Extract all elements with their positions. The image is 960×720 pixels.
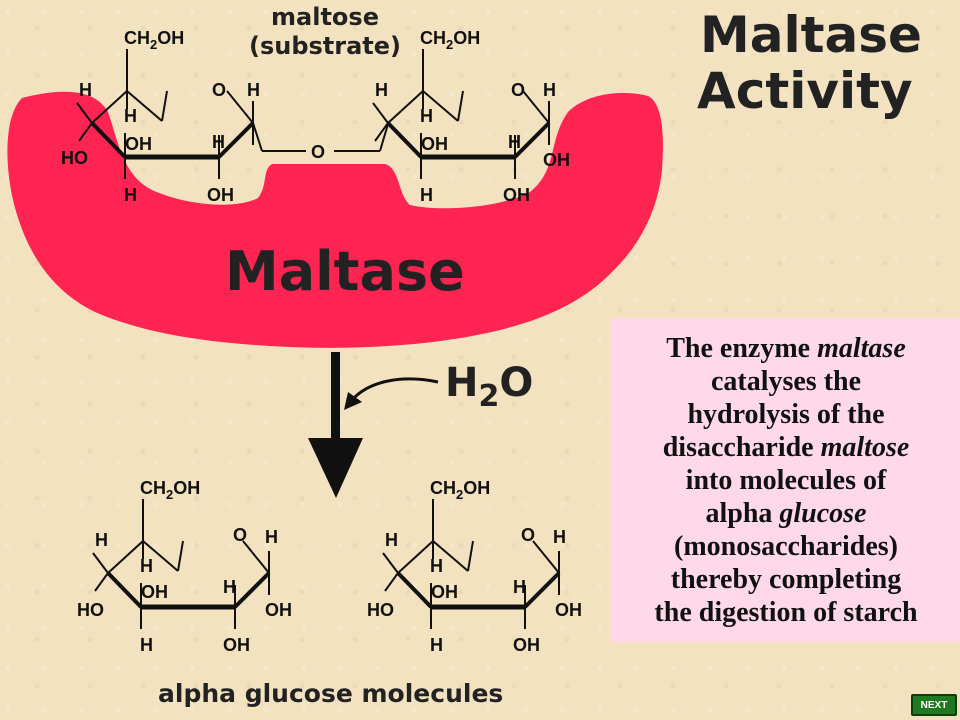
svg-text:OH: OH xyxy=(431,582,458,602)
svg-text:H: H xyxy=(140,635,153,655)
svg-text:H: H xyxy=(430,635,443,655)
glucose-product-left: CH2OH O H H HO OH H H OH H OH xyxy=(77,478,292,655)
caption-line: into molecules of xyxy=(685,464,887,496)
svg-text:HO: HO xyxy=(61,148,88,168)
svg-text:H: H xyxy=(420,106,433,126)
svg-text:OH: OH xyxy=(421,134,448,154)
maltase-enzyme-shape xyxy=(7,91,663,348)
svg-text:OH: OH xyxy=(265,600,292,620)
svg-text:H: H xyxy=(95,530,108,550)
svg-text:CH2OH: CH2OH xyxy=(124,28,184,52)
maltose-right-ring: CH2OH O H H OH H H OH H OH xyxy=(373,28,570,205)
svg-text:H: H xyxy=(223,577,236,597)
svg-text:H: H xyxy=(553,527,566,547)
caption-line: disaccharide maltose xyxy=(662,431,910,463)
reaction-arrow xyxy=(308,352,363,498)
caption-line: (monosaccharides) xyxy=(674,530,898,562)
caption-line: thereby completing xyxy=(670,563,902,595)
svg-text:O: O xyxy=(311,142,325,162)
svg-text:O: O xyxy=(511,80,525,100)
caption-line: alpha glucose xyxy=(705,497,867,529)
svg-text:O: O xyxy=(521,525,535,545)
svg-text:H: H xyxy=(212,132,225,152)
svg-text:H: H xyxy=(79,80,92,100)
title-line2: Activity xyxy=(697,62,913,120)
svg-text:OH: OH xyxy=(141,582,168,602)
product-label: alpha glucose molecules xyxy=(158,679,503,708)
svg-text:H: H xyxy=(430,556,443,576)
svg-text:OH: OH xyxy=(207,185,234,205)
svg-text:H: H xyxy=(543,80,556,100)
svg-text:CH2OH: CH2OH xyxy=(140,478,200,502)
svg-text:OH: OH xyxy=(223,635,250,655)
svg-text:H: H xyxy=(124,185,137,205)
caption-line: The enzyme maltase xyxy=(666,332,906,364)
svg-text:H: H xyxy=(385,530,398,550)
substrate-label-line1: maltose xyxy=(271,3,379,31)
svg-text:OH: OH xyxy=(555,600,582,620)
next-button[interactable]: NEXT xyxy=(911,694,957,716)
caption-line: catalyses the xyxy=(710,365,862,397)
svg-text:OH: OH xyxy=(543,150,570,170)
svg-text:HO: HO xyxy=(77,600,104,620)
substrate-label-line2: (substrate) xyxy=(249,32,401,60)
title-line1: Maltase xyxy=(700,6,922,64)
svg-text:H: H xyxy=(420,185,433,205)
glycosidic-bridge: O xyxy=(252,122,389,162)
caption-box: The enzyme maltase catalyses the hydroly… xyxy=(612,318,960,642)
svg-text:CH2OH: CH2OH xyxy=(430,478,490,502)
svg-text:O: O xyxy=(212,80,226,100)
svg-text:HO: HO xyxy=(367,600,394,620)
water-curved-arrow xyxy=(344,377,439,410)
svg-text:H: H xyxy=(508,132,521,152)
caption-line: hydrolysis of the xyxy=(687,398,885,430)
svg-text:CH2OH: CH2OH xyxy=(420,28,480,52)
svg-text:H: H xyxy=(140,556,153,576)
svg-text:O: O xyxy=(233,525,247,545)
svg-text:OH: OH xyxy=(503,185,530,205)
glucose-product-right: CH2OH O H H HO OH H H OH H OH xyxy=(367,478,582,655)
svg-text:OH: OH xyxy=(125,134,152,154)
enzyme-label: Maltase xyxy=(225,240,465,303)
svg-text:H: H xyxy=(513,577,526,597)
svg-text:H: H xyxy=(375,80,388,100)
svg-text:H: H xyxy=(124,106,137,126)
svg-text:OH: OH xyxy=(513,635,540,655)
svg-text:H: H xyxy=(265,527,278,547)
maltose-left-ring: CH2OH O H H HO OH H H OH H xyxy=(61,28,260,205)
svg-text:H: H xyxy=(247,80,260,100)
caption-line: the digestion of starch xyxy=(654,596,918,628)
water-label: H2O xyxy=(445,360,533,414)
